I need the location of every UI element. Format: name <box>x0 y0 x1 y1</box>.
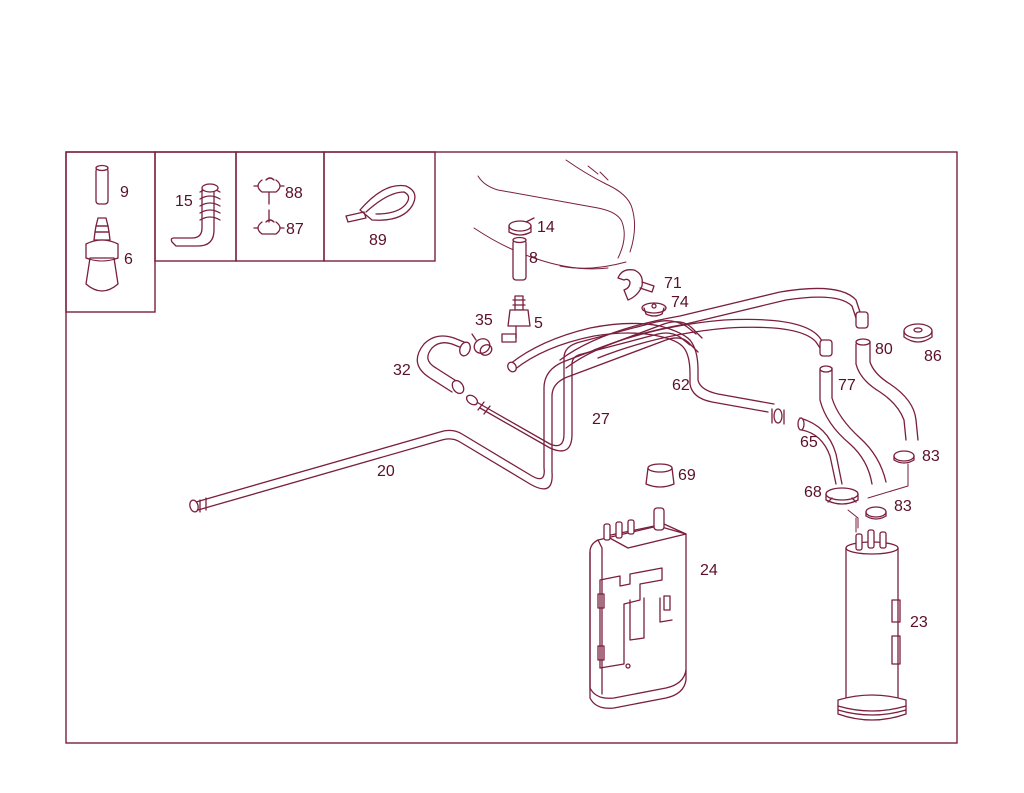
part-14-clamp-icon <box>508 217 535 236</box>
label-9: 9 <box>120 184 129 201</box>
part-8-sleeve-icon <box>512 236 527 281</box>
legend-box-c <box>235 151 325 262</box>
part-71-holder-icon <box>617 269 655 301</box>
label-20: 20 <box>377 463 395 480</box>
part-20-vent-line-icon <box>189 321 703 513</box>
label-32: 32 <box>393 362 411 379</box>
legend-boxes <box>65 151 436 313</box>
label-77: 77 <box>838 377 856 394</box>
part-5-vent-valve-icon <box>501 295 531 343</box>
label-14: 14 <box>537 219 555 236</box>
label-23: 23 <box>910 614 928 631</box>
legend-box-b <box>154 151 237 262</box>
callout-labels: 9 6 15 88 87 89 14 8 71 74 35 5 32 80 86… <box>120 184 942 631</box>
label-83-upper: 83 <box>922 448 940 465</box>
long-upper-line-icon <box>559 287 869 369</box>
part-83-upper-clamp-icon <box>867 450 915 499</box>
label-5: 5 <box>534 315 543 332</box>
label-8: 8 <box>529 250 538 267</box>
label-69: 69 <box>678 467 696 484</box>
part-77-hose-icon <box>819 365 887 485</box>
part-32-elbow-hose-icon <box>416 335 471 395</box>
label-15: 15 <box>175 193 193 210</box>
part-74-grommet-icon <box>641 302 667 317</box>
label-35: 35 <box>475 312 493 329</box>
part-6-check-valve-icon <box>85 217 119 292</box>
label-86: 86 <box>924 348 942 365</box>
part-15-bellows-elbow-icon <box>170 183 221 247</box>
part-9-sleeve-icon <box>95 164 109 205</box>
label-88: 88 <box>285 185 303 202</box>
label-65: 65 <box>800 434 818 451</box>
label-68: 68 <box>804 484 822 501</box>
part-80-hose-icon <box>855 338 919 441</box>
legend-box-d <box>323 151 436 262</box>
diagram-frame <box>65 151 958 744</box>
part-68-clamp-icon <box>825 487 859 505</box>
part-83-lower-clamp-icon <box>847 506 887 529</box>
part-86-grommet-icon <box>903 323 933 343</box>
label-62: 62 <box>672 377 690 394</box>
part-88-clip-icon <box>253 177 285 205</box>
label-71: 71 <box>664 275 682 292</box>
part-69-cap-icon <box>645 463 675 488</box>
part-35-clamp-icon <box>471 333 493 356</box>
label-27: 27 <box>592 411 610 428</box>
label-6: 6 <box>124 251 133 268</box>
label-87: 87 <box>286 221 304 238</box>
part-24-charcoal-canister-icon <box>589 507 687 709</box>
label-74: 74 <box>671 294 689 311</box>
part-89-cable-tie-icon <box>345 184 416 223</box>
part-65-hose-icon <box>797 417 843 485</box>
part-87-clip-icon <box>253 209 285 235</box>
label-89: 89 <box>369 232 387 249</box>
part-23-filter-canister-icon <box>837 517 907 721</box>
part-27-line-icon <box>465 320 697 452</box>
label-24: 24 <box>700 562 718 579</box>
part-62-line-icon <box>507 322 785 425</box>
label-80: 80 <box>875 341 893 358</box>
label-83-lower: 83 <box>894 498 912 515</box>
fuel-tank-outline <box>473 159 636 270</box>
